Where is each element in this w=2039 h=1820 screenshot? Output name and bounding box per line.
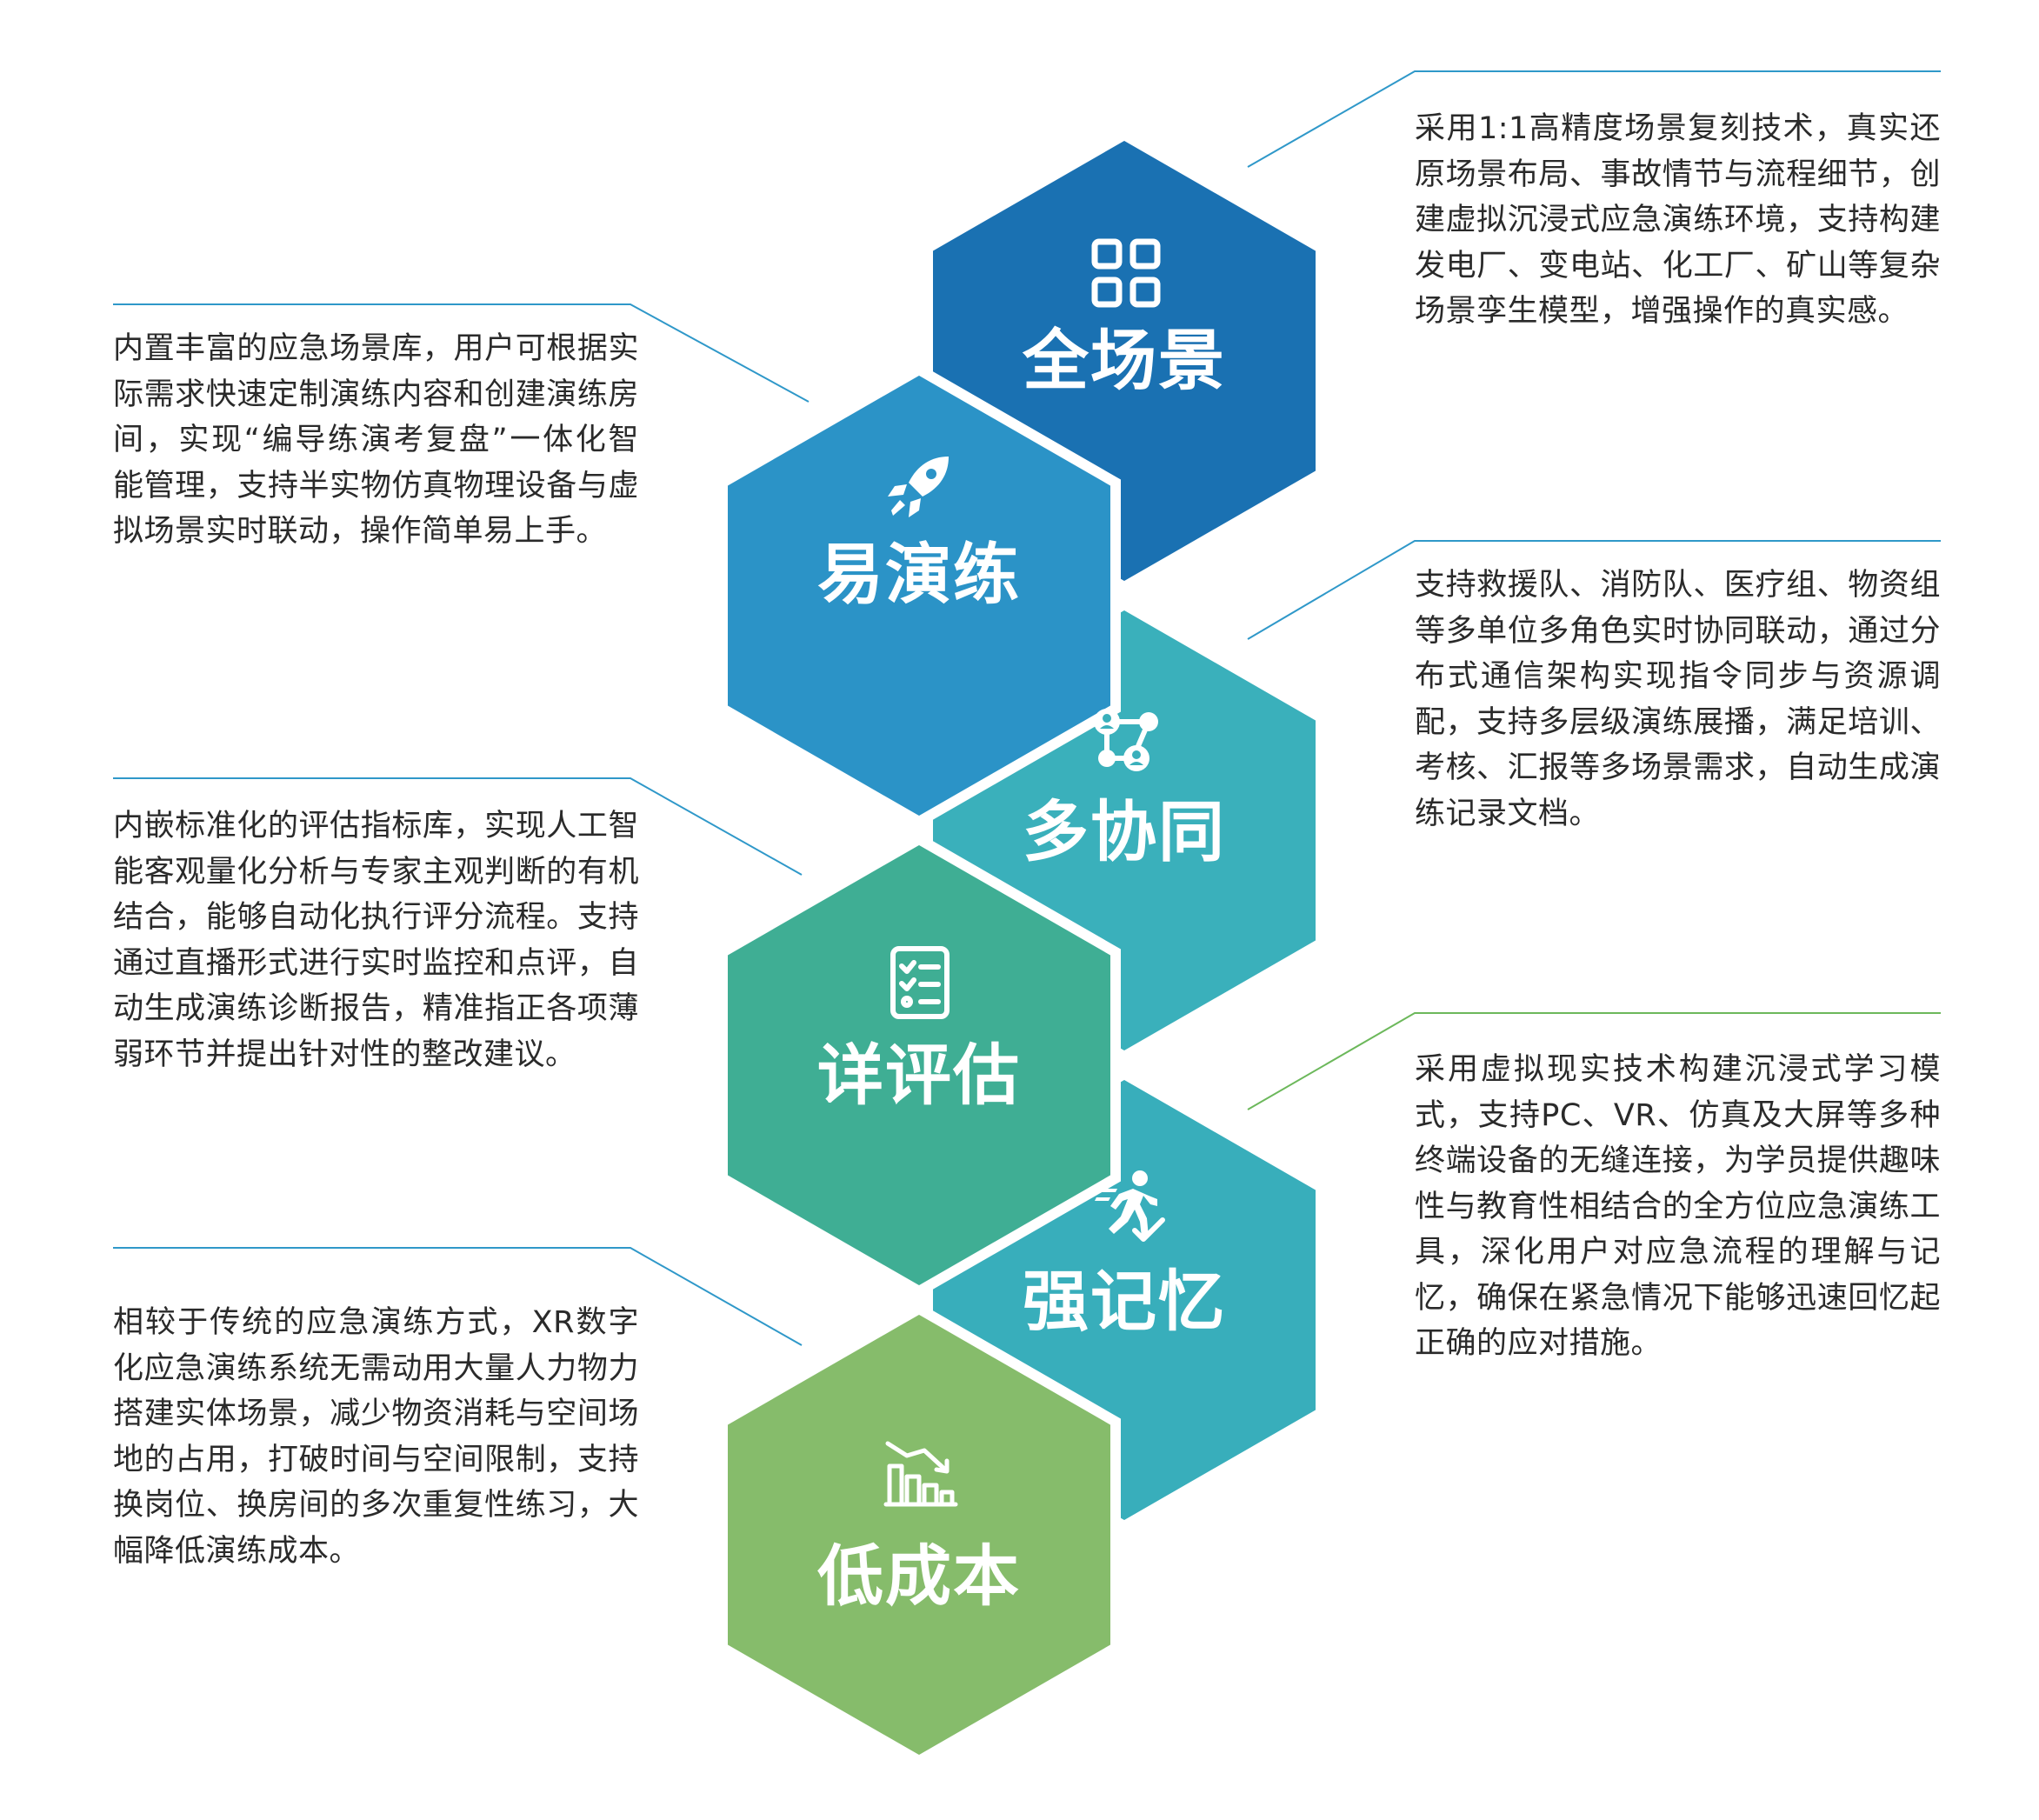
desc-multi-collab: 支持救援队、消防队、医疗组、物资组等多单位多角色实时协同联动，通过分布式通信架构…	[1415, 568, 1941, 831]
desc-strong-memory: 采用虚拟现实技术构建沉浸式学习模式，支持PC、VR、仿真及大屏等多种终端设备的无…	[1415, 1052, 1941, 1361]
title-strong-memory: 强记忆	[1023, 1263, 1226, 1340]
collaboration-network-icon	[1094, 709, 1158, 771]
hexagon-group	[717, 129, 1326, 1767]
grid-icon	[1091, 238, 1161, 308]
declining-chart-icon	[883, 1441, 958, 1507]
title-low-cost: 低成本	[817, 1537, 1021, 1615]
connector-multi-collab	[1247, 540, 1941, 640]
desc-easy-drill: 内置丰富的应急场景库，用户可根据实际需求快速定制演练内容和创建演练房间，实现“编…	[113, 331, 639, 549]
title-easy-drill: 易演练	[817, 536, 1021, 613]
connector-easy-drill	[113, 303, 810, 403]
connector-strong-memory	[1247, 1012, 1941, 1110]
running-person-check-icon	[1095, 1170, 1165, 1242]
hexagon-easy-drill	[717, 363, 1121, 828]
hexagon-low-cost	[717, 1303, 1121, 1767]
connector-detailed-eval	[113, 777, 803, 876]
desc-low-cost: 相较于传统的应急演练方式，XR数字化应急演练系统无需动用大量人力物力搭建实体场景…	[113, 1305, 639, 1569]
checklist-icon	[890, 946, 950, 1019]
desc-full-scene: 采用1:1高精度场景复刻技术，真实还原场景布局、事故情节与流程细节，创建虚拟沉浸…	[1415, 111, 1941, 329]
desc-detailed-eval: 内嵌标准化的评估指标库，实现人工智能客观量化分析与专家主观判断的有机结合，能够自…	[113, 809, 639, 1072]
title-detailed-eval: 详评估	[817, 1037, 1021, 1114]
hexagon-detailed-eval	[717, 833, 1121, 1297]
rocket-icon	[888, 457, 949, 517]
connector-lines	[113, 70, 1941, 1346]
title-multi-collab: 多协同	[1023, 793, 1226, 870]
title-full-scene: 全场景	[1023, 322, 1226, 399]
connector-full-scene	[1247, 70, 1941, 168]
connector-low-cost	[113, 1247, 803, 1346]
